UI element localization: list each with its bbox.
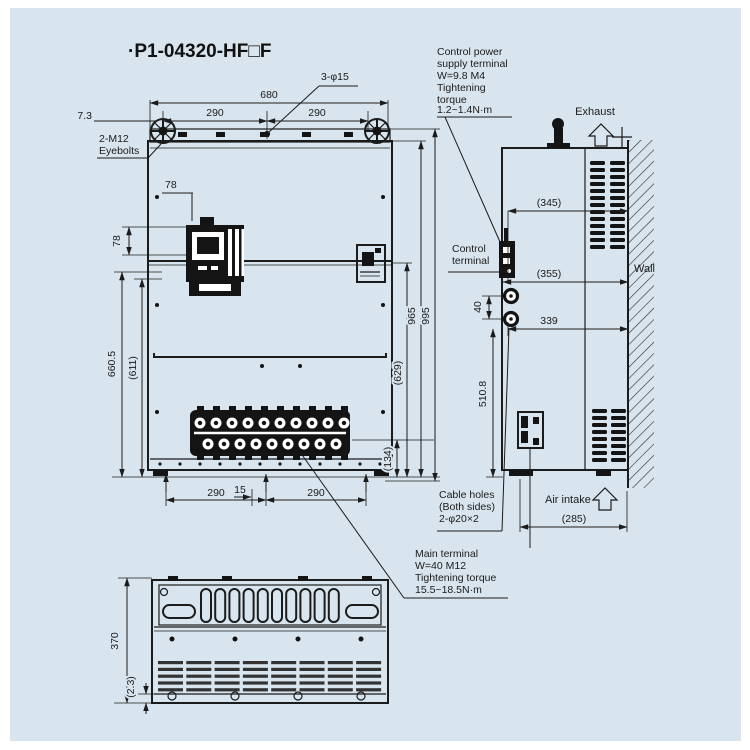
front-view — [147, 118, 393, 476]
svg-text:(Both sides): (Both sides) — [439, 501, 495, 513]
front-dimensions: 680 290 290 7.3 3-φ15 2-M12 Eyebolts 78 … — [77, 71, 440, 506]
side-eyebolt-icon — [547, 118, 570, 148]
bottom-screws — [169, 636, 364, 642]
dim-eyebolt-offset: 7.3 — [77, 110, 92, 122]
dim-height-terminal-ref: (134) — [382, 447, 394, 472]
svg-text:Cable holes: Cable holes — [439, 489, 494, 501]
front-panel-screws — [155, 195, 385, 414]
wall-label: Wall — [634, 263, 655, 275]
svg-text:2-φ20×2: 2-φ20×2 — [439, 513, 479, 525]
dim-hole-pitch-left: 290 — [206, 107, 224, 119]
top-mount-cross-icon — [612, 127, 632, 147]
dim-height-total: 995 — [420, 307, 432, 325]
dim-keypad-width: 78 — [165, 179, 177, 191]
air-intake-label: Air intake — [545, 494, 591, 506]
control-terminal-note: Control terminal — [448, 243, 505, 273]
model-title: ·P1-04320-HF□F — [128, 41, 271, 62]
dim-bottom-clearance-ref: (2.3) — [125, 676, 137, 698]
svg-text:Tightening torque: Tightening torque — [415, 572, 496, 584]
eyebolts-note-line1: 2-M12 — [99, 133, 129, 145]
dim-height-cover-ref: (611) — [127, 356, 139, 380]
exhaust-label: Exhaust — [575, 106, 615, 118]
dim-cable-hole-pitch: 40 — [472, 301, 484, 313]
svg-text:supply terminal: supply terminal — [437, 58, 508, 70]
svg-text:15.5~18.5N·m: 15.5~18.5N·m — [415, 584, 482, 596]
eyebolt-right-icon — [364, 118, 390, 144]
dim-foot-offset: 15 — [234, 484, 246, 496]
svg-text:W=9.8 M4: W=9.8 M4 — [437, 70, 485, 82]
dim-bottom-depth: 370 — [109, 632, 121, 650]
dim-height-lower: 510.8 — [477, 381, 489, 407]
dim-height-cover: 660.5 — [106, 351, 118, 377]
dim-top-holes: 3-φ15 — [321, 71, 349, 83]
bottom-body — [151, 579, 389, 704]
dim-hole-pitch-right: 290 — [308, 107, 326, 119]
svg-text:Main terminal: Main terminal — [415, 548, 478, 560]
front-body — [147, 140, 393, 471]
dim-foot-pitch-right: 290 — [307, 487, 325, 499]
svg-text:Control: Control — [452, 243, 486, 255]
cable-holes-note: Cable holes (Both sides) 2-φ20×2 — [437, 327, 510, 532]
dim-depth-lower: 339 — [540, 315, 558, 327]
keypad-unit — [186, 217, 244, 296]
air-intake-arrow-icon — [591, 487, 619, 511]
bottom-feet-holes — [167, 691, 366, 701]
svg-text:1.2~1.4N·m: 1.2~1.4N·m — [437, 104, 492, 116]
dim-height-lower-ref: (629) — [392, 361, 404, 386]
bottom-louver-grids — [158, 661, 382, 692]
dim-width-overall: 680 — [260, 89, 278, 101]
dim-depth-intake-ref: (285) — [562, 513, 587, 525]
svg-text:W=40 M12: W=40 M12 — [415, 560, 466, 572]
side-dimensions: Wall Exhaust (345) (355) 339 40 510.8 Ai… — [470, 106, 655, 532]
control-power-note: Control power supply terminal W=9.8 M4 T… — [437, 46, 512, 243]
side-cable-holes — [502, 287, 520, 328]
side-view — [499, 118, 654, 488]
dim-height-body: 965 — [406, 307, 418, 325]
svg-text:terminal: terminal — [452, 255, 489, 267]
bottom-dimensions: 370 (2.3) — [107, 577, 162, 714]
dim-foot-pitch-left: 290 — [207, 487, 225, 499]
svg-text:Control power: Control power — [437, 46, 503, 58]
bottom-view — [151, 576, 389, 704]
callout-notes: Control power supply terminal W=9.8 M4 T… — [299, 46, 531, 599]
exhaust-arrow-icon — [587, 123, 615, 147]
wall-hatch — [628, 140, 654, 488]
eyebolts-note-line2: Eyebolts — [99, 145, 139, 157]
bottom-vent-slots — [162, 588, 379, 623]
svg-text:Tightening: Tightening — [437, 82, 486, 94]
main-terminal-note: Main terminal W=40 M12 Tightening torque… — [299, 448, 531, 599]
dim-depth-mid-ref: (355) — [537, 268, 562, 280]
svg-text:torque: torque — [437, 94, 467, 106]
dim-depth-upper-ref: (345) — [537, 197, 562, 209]
front-bottom-rivets — [158, 462, 382, 466]
dim-keypad-height: 78 — [111, 235, 123, 247]
main-terminal-block — [190, 406, 350, 460]
front-aux-terminal — [356, 244, 386, 283]
